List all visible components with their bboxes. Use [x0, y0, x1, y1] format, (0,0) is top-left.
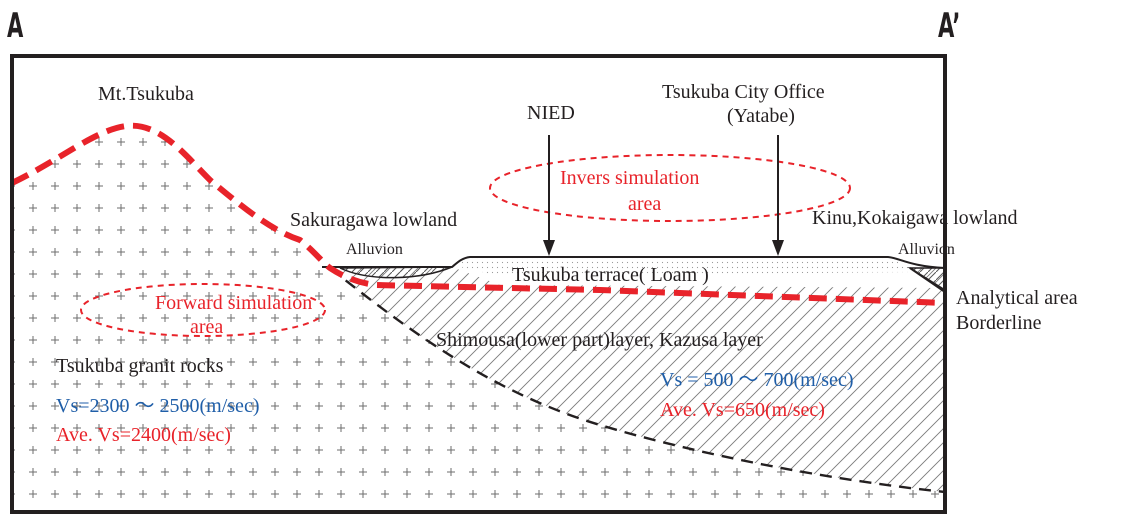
- sakuragawa-lowland-label: Sakuragawa lowland: [290, 209, 458, 231]
- section-start-label: A: [7, 6, 24, 46]
- forward-simulation-label: Forward simulation: [155, 292, 313, 314]
- section-frame: [10, 54, 947, 514]
- sediment-velocity-range: Vs = 500 ～ 700(m/sec): [660, 369, 854, 391]
- shimousa-layer-label: Shimousa(lower part)layer, Kazusa layer: [436, 329, 763, 351]
- right-steep-line: [909, 267, 946, 293]
- borderline-label: Borderline: [956, 312, 1042, 334]
- granite-sediment-boundary: [329, 267, 946, 494]
- forward-simulation-area-word: area: [190, 316, 224, 338]
- terrace-label: Tsukuba terrace( Loam ): [512, 264, 709, 286]
- alluvion-left-label: Alluvion: [346, 241, 403, 258]
- section-end-label: A’: [938, 6, 961, 46]
- granite-velocity-range: Vs=2300 ～ 2500(m/sec): [56, 395, 260, 417]
- terrace-loam-dots: [455, 257, 915, 276]
- yatabe-label: (Yatabe): [727, 105, 795, 127]
- nied-arrow-head: [543, 240, 555, 256]
- inverse-simulation-area: [489, 154, 851, 222]
- terrace-surface-line: [322, 256, 946, 269]
- sediment-layer-hatch: [330, 268, 945, 492]
- nied-label: NIED: [527, 102, 575, 124]
- inverse-simulation-label: Invers simulation: [560, 167, 700, 189]
- mountain-label: Mt.Tsukuba: [98, 83, 194, 105]
- forward-simulation-area: [80, 283, 326, 337]
- analytical-area-label: Analytical area: [956, 287, 1078, 309]
- granite-velocity-average: Ave. Vs=2400(m/sec): [56, 424, 231, 446]
- kinu-lowland-label: Kinu,Kokaigawa lowland: [812, 207, 1018, 229]
- city-office-label: Tsukuba City Office: [662, 81, 825, 103]
- alluvion-right-label: Alluvion: [898, 241, 955, 258]
- city-office-arrow-head: [772, 240, 784, 256]
- sediment-velocity-average: Ave. Vs=650(m/sec): [660, 399, 825, 421]
- inverse-simulation-area-word: area: [628, 193, 662, 215]
- alluvion-left-lens: [339, 266, 453, 279]
- granite-rocks-label: Tsukuba granit rocks: [56, 355, 224, 377]
- analytical-area-borderline: [10, 122, 946, 306]
